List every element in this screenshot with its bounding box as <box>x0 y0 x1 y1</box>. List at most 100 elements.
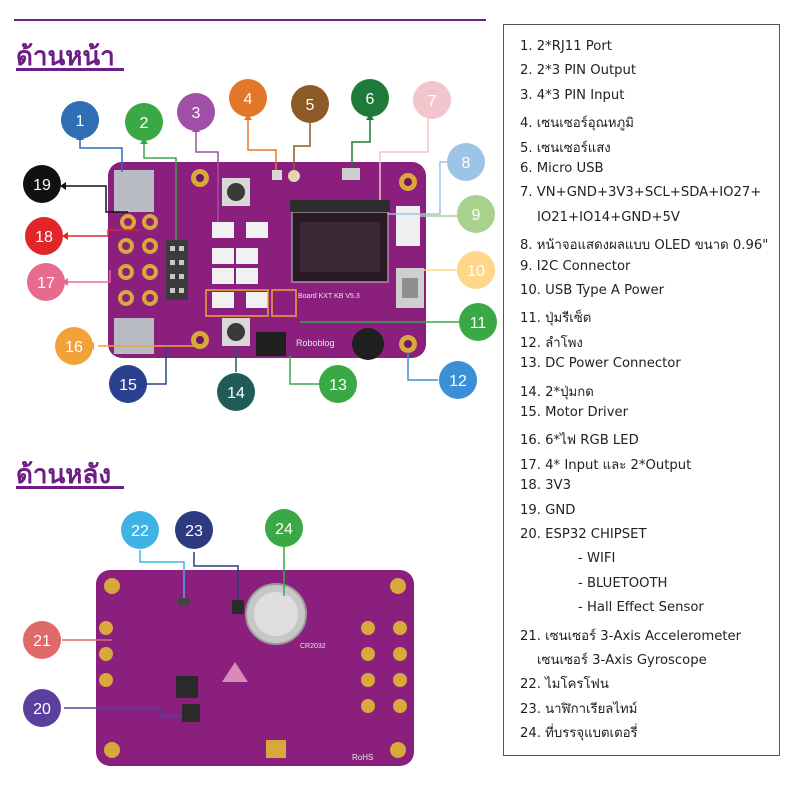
callout-circle-8 <box>447 143 485 181</box>
legend-item: 15. Motor Driver <box>520 405 629 420</box>
front-board: Roboblog Board KXT KB V5.3 <box>108 162 426 360</box>
dc-power-jack <box>256 332 286 356</box>
callout-circle-6 <box>351 79 389 117</box>
back-board: CR2032 RoHS <box>96 570 414 766</box>
legend-item: 2. 2*3 PIN Output <box>520 63 637 79</box>
legend-item: 18. 3V3 <box>520 478 571 494</box>
callout-number-21: 21 <box>33 633 51 650</box>
back-pcb <box>96 570 414 766</box>
legend-item: 3. 4*3 PIN Input <box>520 87 625 103</box>
callout-circle-14 <box>217 373 255 411</box>
callout-number-2: 2 <box>140 115 149 132</box>
front-heading: ด้านหน้า <box>16 42 115 72</box>
callout-number-20: 20 <box>33 701 51 718</box>
callout-circle-10 <box>457 251 495 289</box>
legend-item: เซนเซอร์ 3-Axis Gyroscope <box>537 653 707 668</box>
callout-circle-9 <box>457 195 495 233</box>
callout-circle-23 <box>175 511 213 549</box>
callout-number-12: 12 <box>449 373 467 390</box>
callout-number-14: 14 <box>227 385 245 402</box>
top-rule <box>14 19 486 21</box>
callout-circle-1 <box>61 101 99 139</box>
legend-item: 4. เซนเซอร์อุณหภูมิ <box>520 116 634 132</box>
back-leaders <box>62 546 285 717</box>
board-diagram: Roboblog Board KXT KB V5.3 <box>23 79 497 766</box>
back-heading-underline <box>16 486 124 489</box>
pin-output-header <box>166 240 188 300</box>
callout-circle-17 <box>27 263 65 301</box>
rj11-port-top <box>114 170 154 212</box>
callout-circle-5 <box>291 85 329 123</box>
legend-item: 17. 4* Input และ 2*Output <box>520 457 692 473</box>
callout-number-5: 5 <box>306 97 315 114</box>
legend-item: 11. ปุ่มรีเซ็ต <box>520 311 592 327</box>
legend-item: 16. 6*ไฟ RGB LED <box>520 433 639 449</box>
legend-item: 7. VN+GND+3V3+SCL+SDA+IO27+ <box>520 185 762 201</box>
callout-circle-15 <box>109 365 147 403</box>
callout-number-10: 10 <box>467 263 485 280</box>
callout-circle-4 <box>229 79 267 117</box>
legend-item: 22. ไมโครโฟน <box>520 677 609 693</box>
front-heading-underline <box>16 68 124 71</box>
callout-number-11: 11 <box>470 315 487 332</box>
callout-circle-13 <box>319 365 357 403</box>
board-silk-label: Roboblog <box>296 338 335 348</box>
input-connectors <box>212 222 268 308</box>
front-leaders <box>62 114 464 385</box>
callout-circle-2 <box>125 103 163 141</box>
callout-circle-19 <box>23 165 61 203</box>
callout-circle-18 <box>25 217 63 255</box>
callout-circle-11 <box>459 303 497 341</box>
callout-number-9: 9 <box>472 207 481 224</box>
callout-number-17: 17 <box>37 275 55 292</box>
legend-item: 14. 2*ปุ่มกด <box>520 384 594 400</box>
callout-circle-21 <box>23 621 61 659</box>
battery-label: CR2032 <box>300 643 326 650</box>
legend-item: - Hall Effect Sensor <box>578 600 704 616</box>
rj11-port-bottom <box>114 318 154 354</box>
callout-circle-20 <box>23 689 61 727</box>
legend-panel: 1. 2*RJ11 Port 2. 2*3 PIN Output 3. 4*3 PI… <box>503 24 780 756</box>
callout-number-16: 16 <box>65 339 83 356</box>
callout-circle-24 <box>265 509 303 547</box>
callout-number-4: 4 <box>244 91 253 108</box>
esp32-chip <box>182 704 200 722</box>
legend-item: 9. I2C Connector <box>520 258 631 274</box>
board-version-label: Board KXT KB V5.3 <box>298 293 360 300</box>
callout-number-15: 15 <box>119 377 137 394</box>
legend-item: 21. เซนเซอร์ 3-Axis Accelerometer <box>520 628 742 644</box>
legend-item: 13. DC Power Connector <box>520 356 681 372</box>
rohs-label: RoHS <box>352 753 373 762</box>
callout-number-19: 19 <box>33 177 51 194</box>
callout-circle-16 <box>55 327 93 365</box>
callout-number-1: 1 <box>76 113 85 130</box>
callout-circle-12 <box>439 361 477 399</box>
callout-circle-7 <box>413 81 451 119</box>
legend-item: 8. หน้าจอแสดงผลแบบ OLED ขนาด 0.96" <box>520 238 769 254</box>
legend-item: 20. ESP32 CHIPSET <box>520 527 647 542</box>
legend-item: 24. ที่บรรจุแบตเตอรี่ <box>520 726 638 742</box>
legend-item: 23. นาฬิกาเรียลไทม์ <box>520 701 638 717</box>
i2c-connector <box>396 206 420 246</box>
back-heading: ด้านหลัง <box>16 460 112 490</box>
callout-number-24: 24 <box>275 521 293 538</box>
speaker <box>352 328 384 360</box>
callout-number-23: 23 <box>185 523 203 540</box>
legend-item: - WIFI <box>578 551 616 567</box>
legend-item: IO21+IO14+GND+5V <box>537 209 680 225</box>
callout-circle-22 <box>121 511 159 549</box>
legend-item: 19. GND <box>520 502 576 518</box>
legend-item: 1. 2*RJ11 Port <box>520 39 612 54</box>
callout-number-3: 3 <box>192 105 201 122</box>
legend-item: 6. Micro USB <box>520 161 604 176</box>
callout-number-6: 6 <box>366 91 375 108</box>
callout-number-7: 7 <box>428 93 437 110</box>
callout-number-18: 18 <box>35 229 53 246</box>
legend-item: 5. เซนเซอร์แสง <box>520 140 611 156</box>
legend-item: - BLUETOOTH <box>578 575 668 591</box>
callout-circle-3 <box>177 93 215 131</box>
callout-number-22: 22 <box>131 523 149 540</box>
callout-number-13: 13 <box>329 377 347 394</box>
legend-item: 10. USB Type A Power <box>520 283 664 298</box>
